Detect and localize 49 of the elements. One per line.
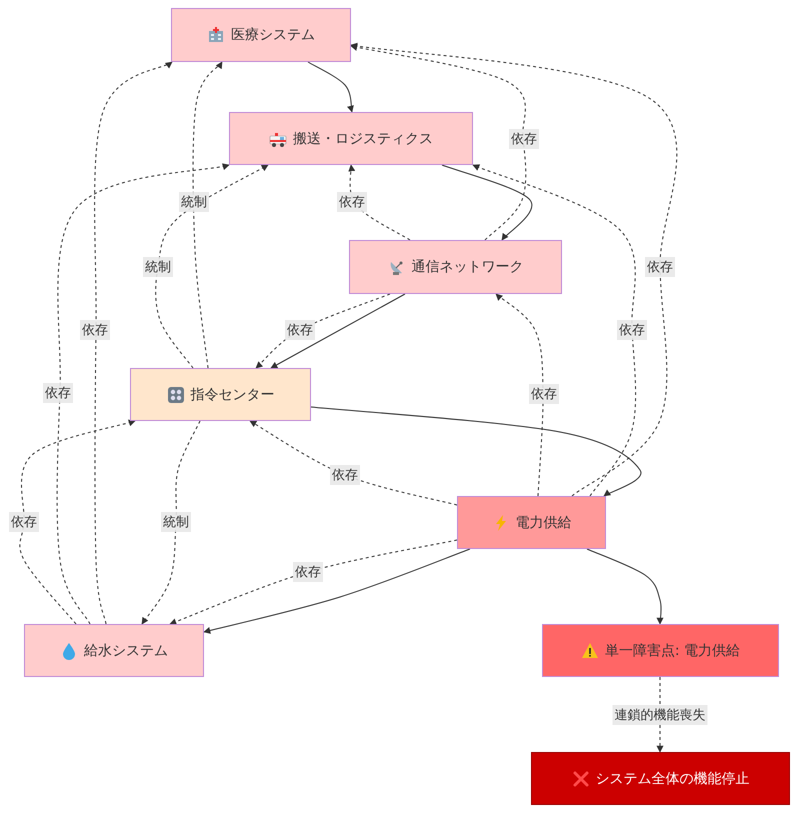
process-box <box>130 368 311 421</box>
edge-label: 依存 <box>43 383 73 403</box>
process-box <box>24 624 204 677</box>
arrow <box>56 162 230 624</box>
arrow <box>94 62 173 624</box>
arrow <box>192 61 222 368</box>
node-label: 単一障害点: 電力供給 <box>604 642 740 660</box>
process-box <box>229 112 473 165</box>
process-box <box>349 240 562 294</box>
edge-label: 依存 <box>529 384 559 404</box>
edge-label: 統制 <box>179 192 209 212</box>
arrow <box>155 164 269 368</box>
arrow <box>350 44 526 240</box>
arrow <box>350 42 678 496</box>
node-label: 医療システム <box>231 26 315 44</box>
arrow <box>142 420 200 625</box>
node-label: 給水システム <box>84 642 168 660</box>
edge-label: 連鎖的機能喪失 <box>612 705 708 725</box>
edge-label: 依存 <box>509 129 539 149</box>
arrow <box>442 164 532 241</box>
edge-label: 依存 <box>293 562 323 582</box>
arrow <box>310 406 642 496</box>
arrow <box>586 548 664 625</box>
edge-label: 依存 <box>337 192 367 212</box>
edge-label: 依存 <box>330 465 360 485</box>
arrow <box>308 62 354 113</box>
arrow <box>270 294 406 368</box>
process-box <box>457 496 606 549</box>
arrow <box>169 540 458 625</box>
process-box <box>542 624 779 677</box>
arrow <box>249 420 458 506</box>
process-box <box>171 8 351 62</box>
node-label: 搬送・ロジスティクス <box>293 130 433 148</box>
edge-label: 依存 <box>9 512 39 532</box>
edge-label: 依存 <box>617 320 647 340</box>
arrow <box>19 419 136 624</box>
arrow <box>203 548 470 634</box>
edge-label: 統制 <box>161 512 191 532</box>
edge-label: 依存 <box>80 320 110 340</box>
edge-label: 統制 <box>143 257 173 277</box>
edge-label: 依存 <box>645 257 675 277</box>
edge-label: 依存 <box>285 320 315 340</box>
process-box <box>531 752 790 805</box>
node-label: 通信ネットワーク <box>412 258 524 276</box>
arrow <box>495 294 544 496</box>
node-label: 電力供給 <box>516 514 572 532</box>
node-label: システム全体の機能停止 <box>596 770 750 788</box>
arrow <box>472 164 636 496</box>
node-label: 指令センター <box>190 386 274 404</box>
